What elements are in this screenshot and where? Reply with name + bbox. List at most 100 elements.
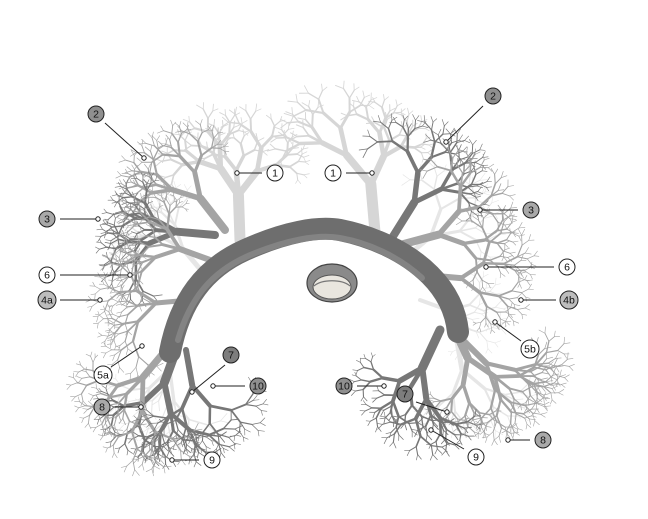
right-posterior-basal-branch (546, 356, 554, 360)
right-posterior-basal-branch (546, 381, 552, 387)
left-posterior-basal-branch (190, 383, 213, 408)
left-posterior-basal-branch (255, 405, 262, 411)
left-apical-branch (136, 161, 143, 168)
left-mid-branch (176, 197, 181, 201)
left-lower-branch (193, 453, 197, 463)
left-basal-branch (88, 423, 92, 430)
left-mid-branch (178, 199, 181, 204)
left-lingula-branch (113, 316, 119, 324)
right-basal-branch (434, 400, 442, 409)
right-mid-branch (513, 320, 520, 324)
right-lower-branch (355, 375, 362, 381)
left-lingula-branch (101, 255, 108, 258)
left-mid-branch (137, 231, 143, 233)
right-lateral-branch (491, 213, 499, 223)
right-upper-bronchus (348, 102, 355, 108)
faint-branch (494, 300, 502, 308)
left-basal-branch (79, 417, 84, 419)
faint-branch (491, 195, 494, 204)
left-basal-branch (95, 423, 103, 428)
right-basal-branch (461, 382, 472, 405)
right-basal-branch (460, 355, 471, 387)
left-lower-branch (144, 457, 147, 464)
faint-branch (467, 327, 477, 333)
left-mid-branch (116, 293, 121, 299)
left-basal-branch (105, 431, 110, 436)
right-lateral-branch (460, 149, 467, 154)
right-lower-branch (441, 450, 447, 456)
right-lateral-branch (499, 255, 509, 258)
faint-branch (150, 199, 155, 207)
left-lingula-branch (119, 311, 122, 319)
right-posterior-basal-branch (512, 423, 518, 428)
right-basal-branch (541, 372, 550, 375)
right-upper-bronchus (381, 99, 385, 108)
left-upper-bronchus (303, 155, 310, 158)
right-upper-bronchus (372, 97, 376, 103)
callout-l8-left: 8 (93, 398, 144, 416)
callout-l2-right: 2 (443, 87, 502, 145)
left-upper-bronchus (300, 147, 303, 155)
left-lateral-branch (120, 185, 128, 190)
right-posterior-basal-branch (465, 414, 469, 419)
right-basal-branch (433, 397, 442, 402)
right-mid-branch (511, 281, 519, 292)
left-mid-branch (145, 235, 156, 238)
left-lateral-branch (122, 213, 128, 217)
right-basal-branch (484, 430, 487, 438)
left-posterior-basal-branch (168, 439, 172, 442)
right-basal-branch (442, 414, 447, 419)
left-lingula-branch (156, 362, 164, 367)
left-posterior-basal-branch (174, 407, 184, 422)
left-mid-branch (163, 201, 170, 215)
right-upper-bronchus (301, 102, 310, 107)
right-posterior-basal-branch (516, 428, 519, 434)
right-mid-branch (496, 311, 502, 320)
left-lingula-branch (107, 313, 113, 316)
left-lingula-branch (114, 345, 117, 350)
right-posterior-basal-branch (468, 417, 474, 421)
right-posterior-basal-branch (563, 342, 571, 345)
left-apical-branch (118, 159, 126, 163)
right-mid-branch (533, 250, 538, 257)
left-basal-branch (79, 360, 81, 366)
right-apical-branch (376, 140, 394, 143)
left-basal-branch (70, 382, 78, 386)
left-lower-branch (103, 429, 106, 436)
right-upper-bronchus (355, 113, 370, 121)
left-mid-branch (110, 253, 116, 256)
left-apical-branch (144, 172, 151, 178)
left-lingula-branch (133, 251, 136, 258)
right-lower-branch (375, 426, 378, 433)
left-basal-branch (108, 424, 111, 433)
left-lower-branch (98, 387, 102, 392)
left-apical-branch (131, 164, 135, 170)
left-basal-branch (151, 468, 154, 477)
right-posterior-basal-branch (537, 398, 543, 402)
right-posterior-basal-branch (513, 368, 530, 385)
right-posterior-basal-branch (489, 388, 497, 410)
label-badge (559, 290, 579, 310)
callout-l1-left: 1 (234, 164, 284, 182)
faint-branch (130, 226, 143, 237)
right-apical-branch (439, 168, 454, 191)
left-lingula-branch (126, 300, 139, 307)
right-upper-bronchus (321, 83, 323, 92)
left-upper-bronchus (288, 160, 300, 168)
left-upper-bronchus (220, 121, 229, 128)
right-posterior-basal-branch (473, 433, 479, 437)
faint-branch (458, 230, 477, 241)
left-apical-branch (201, 129, 209, 133)
left-lingula-branch (117, 359, 120, 368)
left-mid-branch (140, 228, 143, 233)
left-apical-branch (200, 146, 213, 157)
left-lingula-branch (132, 340, 140, 358)
right-mid-branch (521, 228, 525, 236)
right-lower-branch (419, 435, 433, 447)
left-posterior-basal-branch (213, 430, 219, 436)
left-lingula-branch (92, 281, 96, 287)
left-lower-branch (161, 379, 174, 417)
label-text: 5b (524, 344, 536, 356)
right-lower-branch (363, 354, 366, 359)
faint-branch (486, 340, 489, 350)
